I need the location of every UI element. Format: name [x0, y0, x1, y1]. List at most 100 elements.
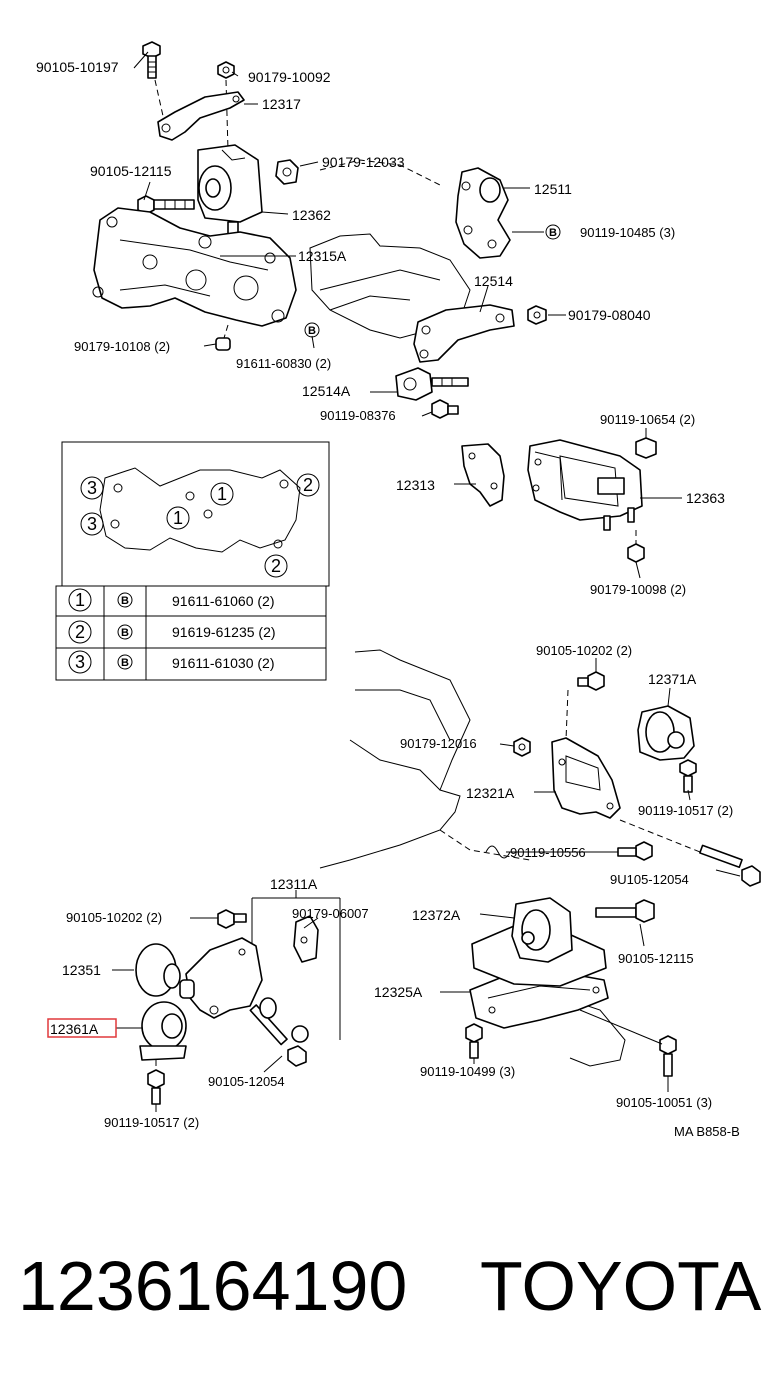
svg-text:1: 1: [173, 508, 183, 528]
gasket-outline-icon: [99, 467, 301, 553]
label-12362: 12362: [292, 207, 331, 223]
bolt-90119-10556-icon: [617, 841, 653, 861]
svg-text:2: 2: [303, 475, 313, 495]
label-12514a: 12514A: [302, 383, 351, 399]
bolt-90105-12115-top-icon: [137, 195, 195, 215]
nut-90179-10108-icon: [215, 337, 231, 351]
svg-text:2: 2: [75, 622, 85, 642]
bracket-12315a-icon: [93, 207, 297, 327]
bracket-12511-icon: [455, 167, 511, 259]
label-90119-10517-left: 90119-10517 (2): [104, 1115, 199, 1130]
svg-text:2: 2: [271, 556, 281, 576]
svg-text:91611-61060 (2): 91611-61060 (2): [172, 593, 274, 609]
svg-text:B: B: [121, 627, 129, 639]
insulator-12361a-icon: [139, 1001, 187, 1061]
marker-3-bottom-icon: 3: [80, 512, 104, 536]
label-12514: 12514: [474, 273, 513, 289]
label-90179-10098: 90179-10098 (2): [590, 582, 686, 597]
label-90105-10202-right: 90105-10202 (2): [536, 643, 632, 658]
b-marker-icon: B: [304, 322, 320, 338]
legend-box: 3 3 1 1 2 2: [61, 441, 330, 587]
insulator-12371a-icon: [637, 705, 695, 761]
insulator-12372a-icon: [471, 897, 607, 987]
label-90179-10108: 90179-10108 (2): [74, 339, 170, 354]
highlight-box: [47, 1018, 117, 1038]
bolt-90105-10197-icon: [142, 41, 161, 79]
table-row: 2 B 91619-61235 (2): [68, 620, 276, 644]
bolt-90105-10051-icon: [659, 1035, 677, 1077]
label-9u105-12054: 9U105-12054: [610, 872, 689, 887]
label-90105-12115-bottom: 90105-12115: [618, 951, 694, 966]
label-90119-10485: 90119-10485 (3): [580, 225, 675, 240]
bolt-90119-10517-right-icon: [679, 759, 697, 793]
table-row: 1 B 91611-61060 (2): [68, 588, 274, 612]
label-12361a: 12361A: [50, 1021, 99, 1037]
svg-text:3: 3: [87, 514, 97, 534]
label-90119-10556: 90119-10556: [510, 845, 586, 860]
label-90119-10517-right: 90119-10517 (2): [638, 803, 733, 818]
bolt-90119-10499-icon: [465, 1023, 483, 1059]
bracket-12321a-icon: [551, 737, 621, 819]
marker-1-lower-icon: 1: [166, 506, 190, 530]
svg-text:3: 3: [87, 478, 97, 498]
label-90105-12115-top: 90105-12115: [90, 163, 172, 179]
label-12321a: 12321A: [466, 785, 515, 801]
bolt-90105-10202-right-icon: [577, 671, 605, 691]
label-90119-08376: 90119-08376: [320, 408, 396, 423]
svg-text:B: B: [308, 325, 316, 337]
label-90179-12033: 90179-12033: [322, 154, 405, 170]
bolt-90119-08376-icon: [431, 399, 459, 419]
upper-right-assembly: [461, 437, 657, 563]
bolt-90105-10202-left-icon: [217, 909, 247, 929]
nut-90179-12016-icon: [513, 737, 531, 757]
label-12371a: 12371A: [648, 671, 697, 687]
nut-90179-12033-icon: [275, 159, 299, 185]
label-12511: 12511: [534, 181, 572, 197]
lower-left-assembly: [135, 897, 341, 1105]
nut-90179-10092-icon: [217, 61, 235, 79]
bolt-90119-10517-left-icon: [147, 1069, 165, 1105]
marker-2-lower-icon: 2: [264, 554, 288, 578]
leader-lines: [112, 51, 741, 1112]
label-90179-10092: 90179-10092: [248, 69, 331, 85]
label-12351: 12351: [62, 962, 101, 978]
marker-2-upper-icon: 2: [296, 473, 320, 497]
nut-90179-10098-icon: [627, 543, 645, 563]
bracket-12514a-icon: [395, 367, 469, 401]
part-number: 1236164190: [18, 1247, 407, 1325]
label-90105-10197: 90105-10197: [36, 59, 119, 75]
insulator-12362-icon: [197, 144, 263, 237]
brand-name: TOYOTA: [480, 1247, 762, 1325]
label-91611-60830: 91611-60830 (2): [236, 356, 331, 371]
label-90105-10051: 90105-10051 (3): [616, 1095, 712, 1110]
label-12317: 12317: [262, 96, 301, 112]
label-12311a: 12311A: [270, 876, 318, 892]
svg-text:91611-61030 (2): 91611-61030 (2): [172, 655, 274, 671]
label-90119-10654: 90119-10654 (2): [600, 412, 695, 427]
label-12313: 12313: [396, 477, 435, 493]
label-12315a: 12315A: [298, 248, 347, 264]
label-90105-12054-left: 90105-12054: [208, 1074, 285, 1089]
insulator-12363-icon: [527, 439, 643, 521]
bolt-90105-12115-bottom-icon: [595, 899, 655, 923]
lower-right-assembly: [465, 897, 677, 1077]
table-row: 3 B 91611-61030 (2): [68, 650, 274, 674]
engine-outline-middle: [319, 649, 531, 869]
nut-90179-08040-icon: [527, 305, 547, 325]
bolt-9u105-12054-icon: [699, 844, 761, 887]
label-90105-10202-left: 90105-10202 (2): [66, 910, 162, 925]
marker-1-upper-icon: 1: [210, 482, 234, 506]
bracket-12514-icon: [413, 304, 515, 363]
collar-icon: [259, 997, 309, 1043]
bracket-12313-icon: [461, 443, 505, 507]
svg-text:1: 1: [75, 590, 85, 610]
bracket-12311a-icon: [185, 937, 263, 1019]
footer: 1236164190 TOYOTA: [18, 1247, 762, 1325]
engine-outline-upper: [309, 159, 471, 339]
label-90179-06007: 90179-06007: [292, 906, 369, 921]
label-90119-10499: 90119-10499 (3): [420, 1064, 515, 1079]
svg-text:91619-61235 (2): 91619-61235 (2): [172, 624, 276, 640]
svg-text:3: 3: [75, 652, 85, 672]
bolt-90119-10654-icon: [635, 437, 657, 459]
